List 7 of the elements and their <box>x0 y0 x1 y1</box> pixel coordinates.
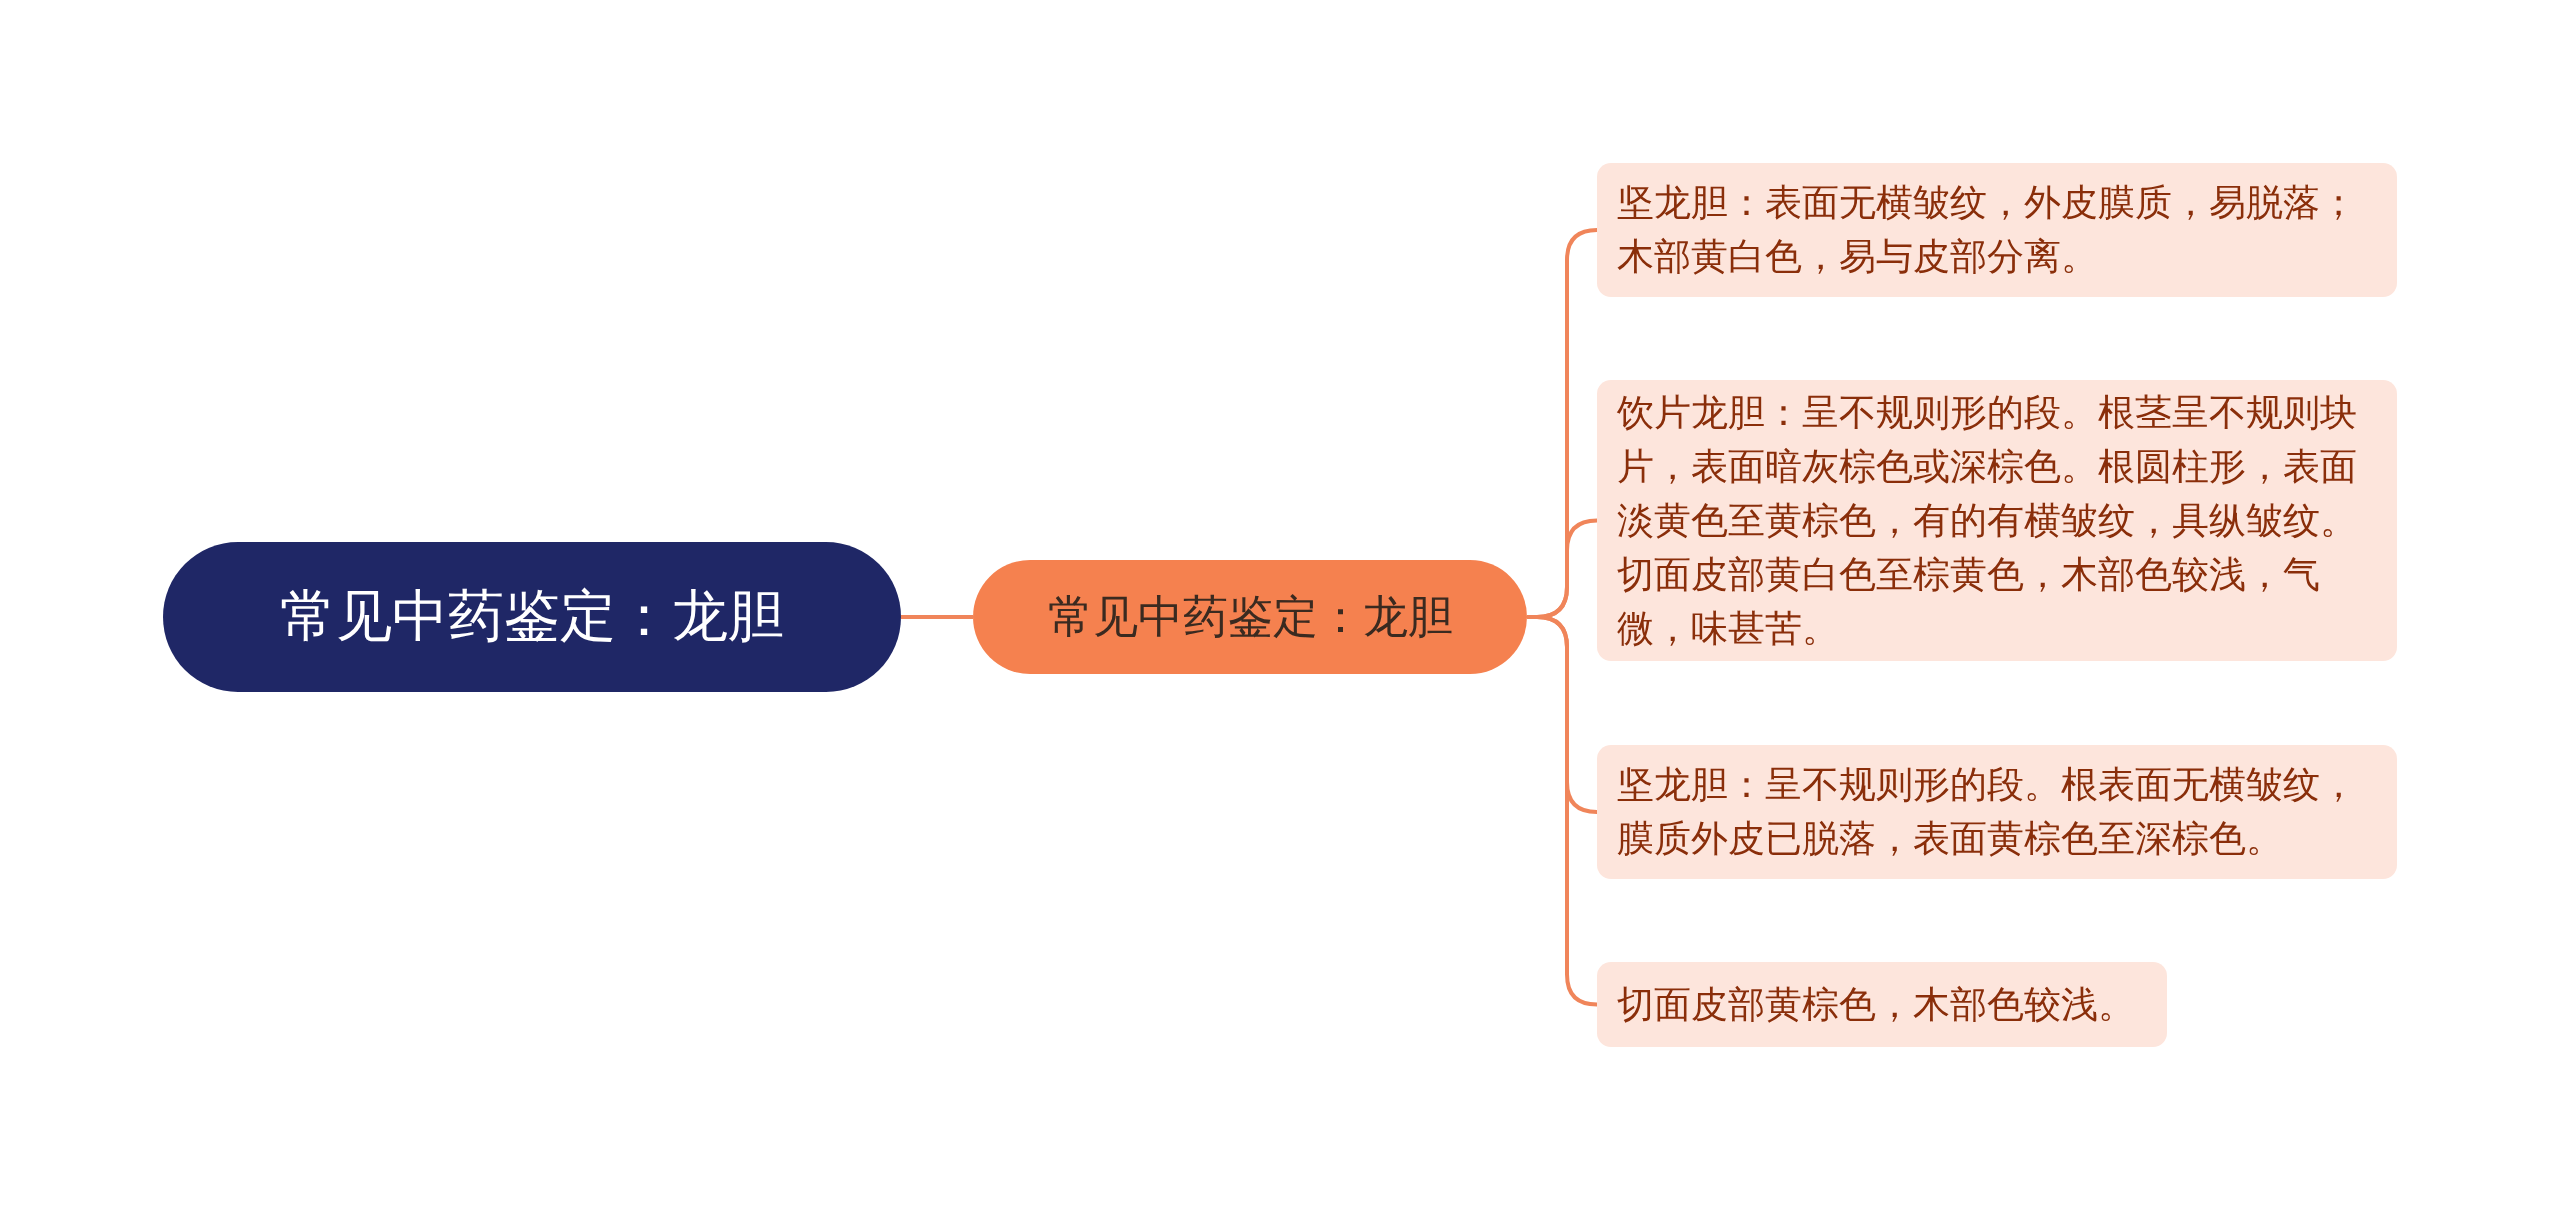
subtopic-box: 切面皮部黄棕色，木部色较浅。 <box>1597 962 2167 1047</box>
subtopic-box: 坚龙胆：表面无横皱纹，外皮膜质，易脱落；木部黄白色，易与皮部分离。 <box>1597 163 2397 297</box>
subtopic-box: 饮片龙胆：呈不规则形的段。根茎呈不规则块片，表面暗灰棕色或深棕色。根圆柱形，表面淡黄色至黄棕色，有的有横皱纹，具纵皱纹。切面皮部黄白色至棕黄色，木部色较浅，气微，味甚苦。 <box>1597 380 2397 661</box>
root-topic: 常见中药鉴定：龙胆 <box>163 542 901 692</box>
connector-line <box>901 615 973 619</box>
topic-pill: 常见中药鉴定：龙胆 <box>973 560 1527 674</box>
subtopic-box: 坚龙胆：呈不规则形的段。根表面无横皱纹，膜质外皮已脱落，表面黄棕色至深棕色。 <box>1597 745 2397 879</box>
